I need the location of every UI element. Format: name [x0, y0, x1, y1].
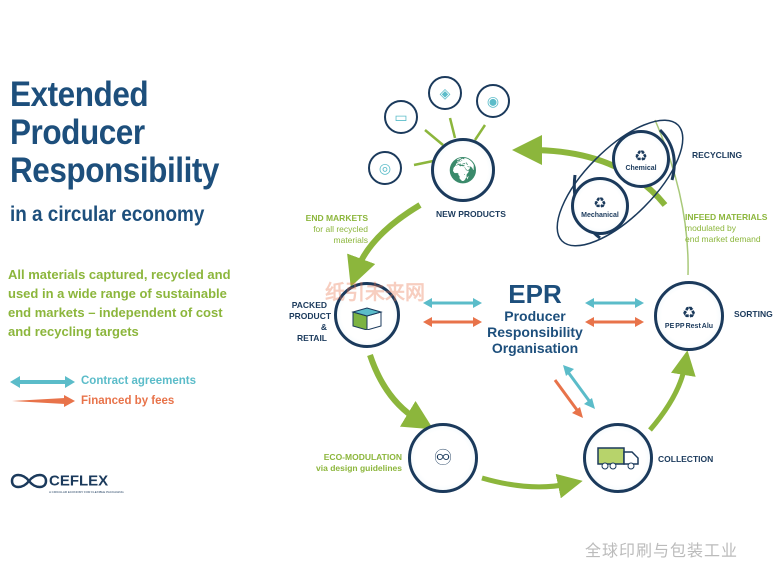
mechanical-label: Mechanical	[581, 211, 619, 219]
material-pp: PP	[675, 322, 685, 330]
legend-fees: Financed by fees	[81, 395, 175, 407]
logo-text: CEFLEX	[49, 472, 109, 490]
packed-line: PACKED	[291, 300, 327, 310]
arrow-eco-to-collection	[481, 473, 583, 499]
arrow-new-to-packed	[347, 202, 422, 287]
watermark-overlay: 纸引未来网	[325, 282, 425, 304]
new-products-label: NEW PRODUCTS	[436, 209, 506, 219]
ceflex-logo: CEFLEX A CIRCULAR ECONOMY FOR FLEXIBLE P…	[9, 472, 124, 494]
new-products-node: 🌍︎	[431, 138, 495, 202]
sorting-label: SORTING	[734, 309, 773, 319]
contract-arrow-icon	[10, 376, 75, 388]
logo-tagline: A CIRCULAR ECONOMY FOR FLEXIBLE PACKAGIN…	[49, 490, 124, 495]
epr-line: Producer	[504, 308, 566, 324]
recycle-icon: ♻︎	[593, 194, 607, 212]
packed-line: & RETAIL	[296, 322, 327, 343]
arrow-recycling-to-new	[512, 135, 668, 207]
legend-arrows	[10, 376, 75, 407]
chemical-label: Chemical	[625, 164, 657, 172]
infeed-title: INFEED MATERIALS	[685, 212, 768, 222]
watermark-text: 全球印刷与包装工业	[585, 541, 739, 560]
eco-label: ECO-MODULATION via design guidelines	[300, 452, 402, 474]
product-roll-icon: ◎	[368, 151, 402, 185]
recycle-icon: ♻︎	[681, 304, 697, 322]
box-icon	[351, 307, 383, 330]
end-markets-title: END MARKETS	[305, 213, 368, 223]
epr-sorting-arrows	[585, 298, 644, 327]
packed-label: PACKED PRODUCT & RETAIL	[289, 300, 332, 344]
infinity-icon	[10, 473, 48, 489]
subtitle: in a circular economy	[10, 203, 205, 226]
title-line: Responsibility	[10, 151, 219, 190]
packed-product-node	[334, 282, 400, 348]
recycling-label: RECYCLING	[692, 150, 743, 160]
sorting-node: ♻︎ PE PP Rest Alu	[654, 281, 724, 351]
packaging-icon: ♾︎	[433, 445, 453, 470]
eco-modulation-node: ♾︎	[408, 423, 478, 493]
epr-line: Organisation	[491, 340, 579, 356]
arrow-packed-to-eco	[367, 354, 434, 430]
chemical-node: ♻︎ Chemical	[612, 130, 670, 188]
mechanical-node: ♻︎ Mechanical	[571, 177, 629, 235]
title-line: Extended	[10, 75, 149, 114]
end-markets-label: END MARKETS for all recycled materials	[300, 213, 368, 246]
product-bag-icon: ◈	[428, 76, 462, 110]
legend-contract: Contract agreements	[81, 375, 197, 387]
collection-node	[583, 423, 653, 493]
epr-acronym: EPR	[508, 279, 562, 309]
infeed-line	[654, 119, 689, 276]
infeed-label: INFEED MATERIALS modulated by end market…	[685, 212, 767, 245]
product-tray-icon: ▭	[384, 100, 418, 134]
collection-label: COLLECTION	[658, 454, 714, 464]
packed-line: PRODUCT	[289, 311, 332, 321]
infeed-line: end market demand	[685, 234, 761, 244]
globe-icon: 🌍︎	[446, 154, 480, 185]
main-title: Extended Producer Responsibility	[10, 76, 219, 190]
product-washer-icon: ◉	[476, 84, 510, 118]
eco-title: ECO-MODULATION	[323, 452, 402, 462]
end-markets-line: materials	[333, 235, 368, 245]
eco-sub: via design guidelines	[316, 463, 402, 473]
end-markets-line: for all recycled	[313, 224, 368, 234]
recycle-icon: ♻︎	[634, 147, 648, 165]
arrow-collection-to-sorting	[648, 350, 696, 432]
material-rest: Rest	[685, 322, 701, 330]
epr-collection-arrows	[553, 365, 595, 418]
epr-packed-arrows	[423, 298, 482, 327]
truck-icon	[597, 447, 639, 470]
lead-text: All materials captured, recycled and use…	[8, 267, 231, 339]
material-alu: Alu	[701, 322, 714, 330]
infeed-line: modulated by	[685, 223, 737, 233]
recycling-loop	[556, 119, 684, 247]
material-pe: PE	[664, 322, 675, 330]
epr-line: Responsibility	[487, 324, 583, 340]
epr-center: EPR Producer Responsibility Organisation	[470, 280, 600, 356]
title-line: Producer	[10, 113, 145, 152]
fees-arrow-icon	[12, 395, 75, 407]
